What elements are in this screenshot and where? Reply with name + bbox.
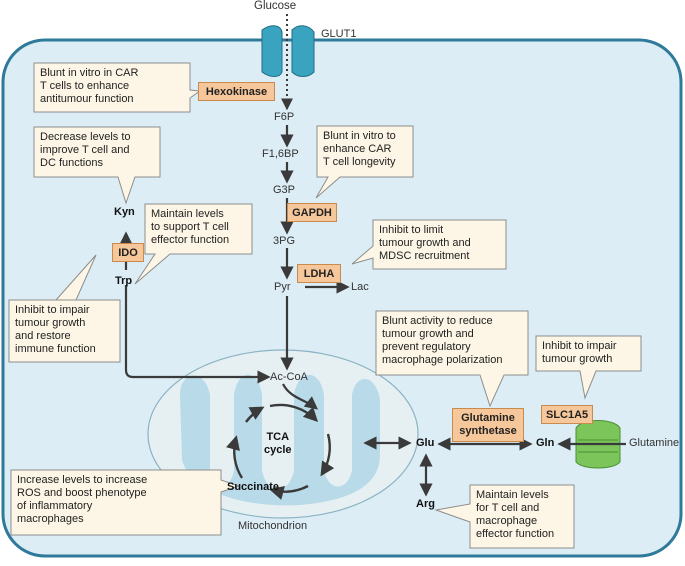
arg-callout: Maintain levels for T cell and macrophag… — [476, 489, 555, 540]
kyn-callout: Decrease levels to improve T cell and DC… — [40, 131, 131, 169]
glu-label: Glu — [416, 437, 435, 449]
glucose-label: Glucose — [254, 0, 297, 12]
ido-callout: Inhibit to impair tumour growth and rest… — [15, 304, 96, 355]
mitochondrion-label: Mitochondrion — [238, 520, 308, 532]
arg-label: Arg — [416, 498, 435, 510]
hexokinase-callout: Blunt in vitro in CAR T cells to enhance… — [40, 67, 139, 105]
trp-label: Trp — [115, 275, 133, 287]
lac-label: Lac — [351, 281, 369, 293]
f6p-label: F6P — [274, 111, 295, 123]
acoa-label: Ac-CoA — [270, 371, 308, 383]
trp-callout: Maintain levels to support T cell effect… — [151, 208, 230, 246]
glutamine-synthetase-enzyme: Glutamine synthetase — [452, 408, 524, 442]
succinate-callout: Increase levels to increase ROS and boos… — [17, 474, 148, 525]
ido-enzyme: IDO — [112, 243, 144, 262]
kyn-label: Kyn — [114, 206, 135, 218]
trp-to-acoa-arrow — [124, 285, 271, 384]
pyr-label: Pyr — [274, 281, 291, 293]
glutamine-label: Glutamine — [629, 437, 680, 449]
hexokinase-enzyme: Hexokinase — [198, 82, 275, 101]
gln-label: Gln — [536, 437, 555, 449]
slc1a5-enzyme: SLC1A5 — [541, 405, 593, 424]
succinate-label: Succinate — [227, 481, 279, 493]
ldha-enzyme: LDHA — [297, 264, 341, 283]
tca-cycle-arrows — [226, 403, 335, 500]
slc1a5-callout: Inhibit to impair tumour growth — [542, 340, 617, 365]
glutamine-synthetase-callout: Blunt activity to reduce tumour growth a… — [382, 315, 503, 366]
gapdh-callout: Blunt in vitro to enhance CAR T cell lon… — [323, 130, 396, 168]
glut1-transporter — [261, 25, 315, 77]
glutamate-arrows — [363, 436, 626, 497]
gapdh-enzyme: GAPDH — [287, 203, 337, 222]
glut1-label: GLUT1 — [321, 28, 357, 40]
3pg-label: 3PG — [273, 235, 296, 247]
callout-shapes — [8, 62, 642, 549]
g3p-label: G3P — [273, 184, 296, 196]
acoa-to-cycle-arrow — [282, 383, 319, 410]
tca-cycle-label: TCA cycle — [264, 431, 292, 456]
ldha-callout: Inhibit to limit tumour growth and MDSC … — [379, 224, 471, 262]
f16bp-label: F1,6BP — [262, 148, 299, 160]
